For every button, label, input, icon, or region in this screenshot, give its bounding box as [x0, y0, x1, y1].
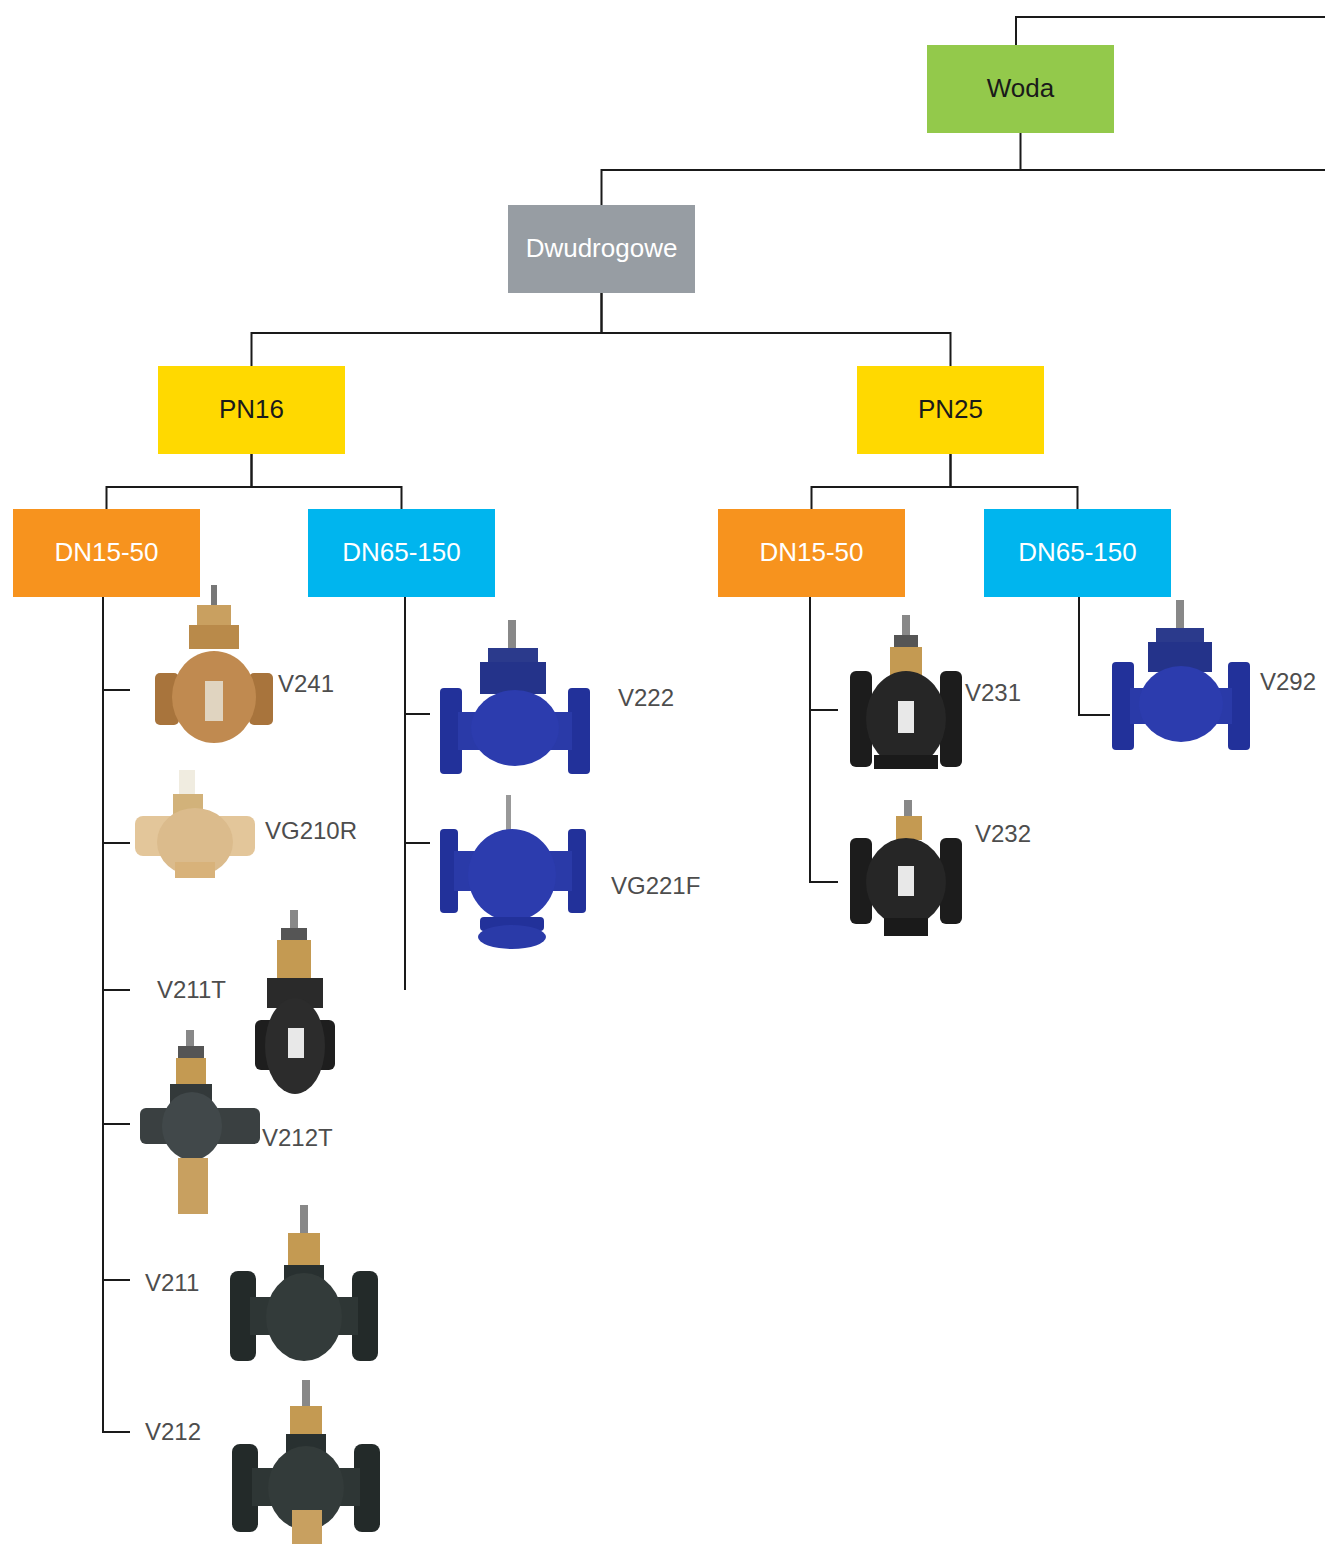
valve-picture — [140, 1030, 260, 1214]
part-number: V232 — [975, 820, 1031, 848]
tree-connector — [602, 293, 951, 366]
leader-line — [810, 597, 838, 882]
part-number: V211 — [145, 1269, 199, 1297]
off-page-line — [1016, 169, 1325, 171]
part-number: V211T — [157, 976, 226, 1004]
part-number: V241 — [278, 670, 334, 698]
leader-line — [1079, 597, 1110, 715]
pressure-box: PN16 — [158, 366, 345, 454]
type-box: Dwudrogowe — [508, 205, 695, 293]
leader-line — [103, 597, 130, 1432]
tree-connector — [107, 454, 252, 509]
node-label: Dwudrogowe — [518, 234, 686, 264]
size-box: DN15-50 — [13, 509, 200, 597]
tree-lines — [103, 17, 1325, 1432]
part-number: V222 — [618, 684, 674, 712]
off-page-line — [1016, 17, 1325, 45]
leader-line — [103, 842, 130, 844]
part-number: VG221F — [611, 872, 700, 900]
pressure-box: PN25 — [857, 366, 1044, 454]
valve-picture — [850, 800, 962, 936]
part-number: V212 — [145, 1418, 201, 1446]
part-number: V212T — [262, 1124, 333, 1152]
valve-picture — [230, 1205, 378, 1361]
tree-connector — [252, 293, 602, 366]
part-number: V231 — [965, 679, 1021, 707]
leader-line — [103, 689, 130, 691]
valve-picture — [1112, 600, 1250, 750]
node-label: DN15-50 — [751, 538, 871, 568]
tree-connector — [252, 454, 402, 509]
size-box: DN65-150 — [984, 509, 1171, 597]
leader-line — [405, 842, 430, 844]
valve-picture — [850, 615, 962, 769]
node-label: DN15-50 — [46, 538, 166, 568]
size-box: DN65-150 — [308, 509, 495, 597]
part-number: VG210R — [265, 817, 357, 845]
valve-picture — [155, 585, 273, 743]
leader-line — [405, 713, 430, 715]
tree-connector — [951, 454, 1078, 509]
valve-picture — [255, 910, 335, 1094]
valve-picture — [135, 770, 255, 878]
node-label: DN65-150 — [1010, 538, 1145, 568]
leader-line — [404, 597, 406, 990]
tree-connector — [602, 133, 1021, 205]
node-label: PN25 — [910, 395, 991, 425]
part-number: V292 — [1260, 668, 1316, 696]
valve-picture — [232, 1380, 380, 1544]
valve-picture — [440, 620, 590, 774]
size-box: DN15-50 — [718, 509, 905, 597]
leader-line — [103, 1279, 130, 1281]
node-label: DN65-150 — [334, 538, 469, 568]
leader-line — [103, 1123, 130, 1125]
node-label: PN16 — [211, 395, 292, 425]
tree-connector — [812, 454, 951, 509]
leader-line — [810, 709, 838, 711]
node-label: Woda — [979, 74, 1062, 104]
category-box: Woda — [927, 45, 1114, 133]
leader-line — [103, 989, 130, 991]
valve-picture — [440, 795, 586, 949]
